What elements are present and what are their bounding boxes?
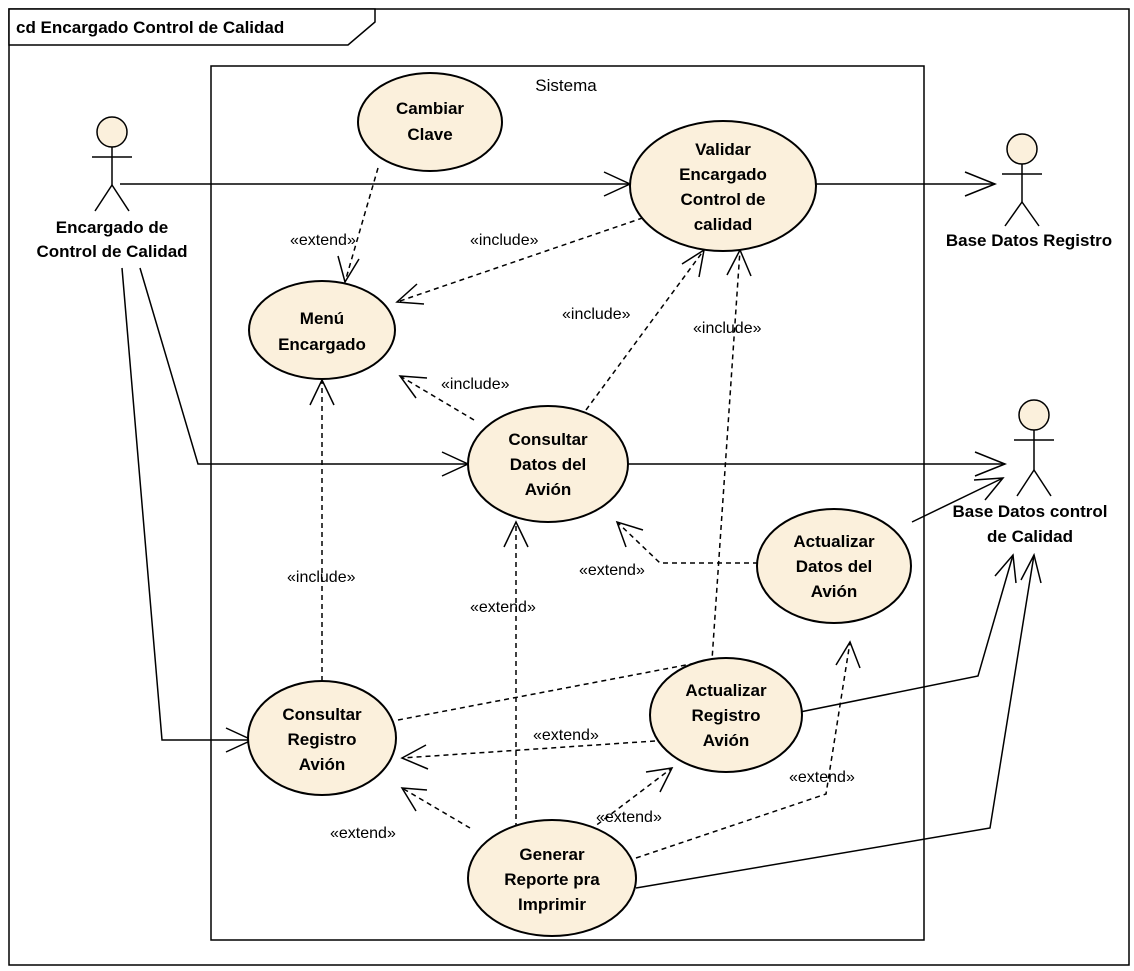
usecase-validar[interactable]: Validar Encargado Control de calidad: [629, 120, 817, 252]
arrowhead-control-4: [1020, 552, 1042, 584]
arrowhead-consultar-2: [615, 520, 644, 548]
stick-figure-icon: [92, 116, 132, 212]
label-extend-generar-consultar: «extend»: [470, 599, 536, 616]
usecase-label: Menú: [300, 309, 344, 328]
actor-encargado[interactable]: Encargado de Control de Calidad: [36, 116, 188, 261]
arrowhead-registro: [964, 171, 998, 197]
usecase-label: Datos del: [796, 557, 873, 576]
usecase-label: Actualizar: [793, 532, 875, 551]
include-consultar-validar: [585, 249, 705, 411]
label-include-consultar-menu: «include»: [441, 376, 510, 393]
system-label: Sistema: [535, 76, 597, 95]
usecase-consultar-registro[interactable]: Consultar Registro Avión: [247, 680, 397, 796]
usecase-label: Clave: [407, 125, 452, 144]
label-extend-generar-actdatos: «extend»: [789, 769, 855, 786]
usecase-label: Generar: [519, 845, 585, 864]
usecase-label: Encargado: [679, 165, 767, 184]
label-extend-generar-actreg: «extend»: [596, 809, 662, 826]
usecase-actualizar-datos[interactable]: Actualizar Datos del Avión: [756, 508, 912, 624]
usecase-consultar-datos[interactable]: Consultar Datos del Avión: [467, 405, 629, 523]
extend-generar-consreg: [401, 787, 471, 829]
usecase-label: Cambiar: [396, 99, 464, 118]
actor-label: Control de Calidad: [36, 242, 187, 261]
stick-figure-icon: [1014, 399, 1054, 497]
frame-title-tab: [8, 8, 376, 46]
usecase-label: Datos del: [510, 455, 587, 474]
label-extend-generar-consreg: «extend»: [330, 825, 396, 842]
include-validar-menu: [396, 211, 661, 303]
stick-figure-icon: [1002, 133, 1042, 227]
label-extend-actreg-consreg: «extend»: [533, 727, 599, 744]
extend-generar-actdatos: [635, 641, 851, 859]
arrowhead-actreg: [645, 767, 674, 793]
actor-label: Base Datos control: [953, 502, 1108, 521]
actor-base-datos-control[interactable]: Base Datos control de Calidad: [953, 399, 1108, 546]
extend-generar-actreg: [589, 767, 673, 831]
assoc-actreg-control: [799, 554, 1014, 713]
usecase-label: Validar: [695, 140, 751, 159]
usecase-label: Consultar: [282, 705, 362, 724]
usecase-label: Registro: [692, 706, 761, 725]
actor-base-datos-registro[interactable]: Base Datos Registro: [946, 133, 1112, 250]
usecase-label: Consultar: [508, 430, 588, 449]
usecase-actualizar-registro[interactable]: Actualizar Registro Avión: [649, 657, 803, 773]
label-extend-cambiar: «extend»: [290, 232, 356, 249]
arrowhead-consreg-1: [400, 744, 429, 770]
actor-label: Base Datos Registro: [946, 231, 1112, 250]
usecase-label: calidad: [694, 215, 753, 234]
assoc-encargado-consultar-datos: [139, 267, 468, 465]
arrowhead-menu-1: [337, 255, 360, 284]
usecase-label: Actualizar: [685, 681, 767, 700]
arrowhead-control-2: [973, 477, 1005, 501]
frame-title: cd Encargado Control de Calidad: [16, 18, 284, 37]
extend-actreg-consreg: [401, 740, 656, 759]
arrowhead-consreg-2: [400, 787, 428, 812]
label-include-registro-menu: «include»: [287, 569, 356, 586]
usecase-menu-encargado[interactable]: Menú Encargado: [248, 280, 396, 380]
actor-label: de Calidad: [987, 527, 1073, 546]
arrowhead-actdatos: [835, 640, 861, 669]
usecase-generar-reporte[interactable]: Generar Reporte pra Imprimir: [467, 819, 637, 937]
usecase-label: Avión: [525, 480, 572, 499]
usecase-cambiar-clave[interactable]: Cambiar Clave: [357, 72, 503, 172]
actor-label: Encargado de: [56, 218, 168, 237]
assoc-generar-control: [635, 554, 1035, 889]
extend-actdatos-consultar: [616, 521, 758, 564]
arrowhead-menu-2: [395, 283, 425, 305]
usecase-label: Control de: [681, 190, 766, 209]
usecase-label: Avión: [703, 731, 750, 750]
arrowhead-control-3: [994, 553, 1017, 584]
label-include-registro-validar: «include»: [693, 320, 762, 337]
assoc-actdatos-control: [911, 477, 1004, 523]
label-include-validar-menu: «include»: [470, 232, 539, 249]
usecase-label: Avión: [299, 755, 346, 774]
arrowhead-consultar-3: [503, 520, 529, 548]
usecase-label: Imprimir: [518, 895, 586, 914]
label-include-consultar-validar: «include»: [562, 306, 631, 323]
usecase-label: Avión: [811, 582, 858, 601]
assoc-encargado-consultar-registro: [121, 267, 252, 741]
arrowhead-menu-3: [398, 375, 428, 399]
usecase-label: Encargado: [278, 335, 366, 354]
label-extend-actdatos: «extend»: [579, 562, 645, 579]
extend-cambiar-menu: [344, 167, 379, 283]
arrowhead-control-1: [974, 451, 1008, 477]
usecase-label: Registro: [288, 730, 357, 749]
usecase-label: Reporte pra: [504, 870, 600, 889]
